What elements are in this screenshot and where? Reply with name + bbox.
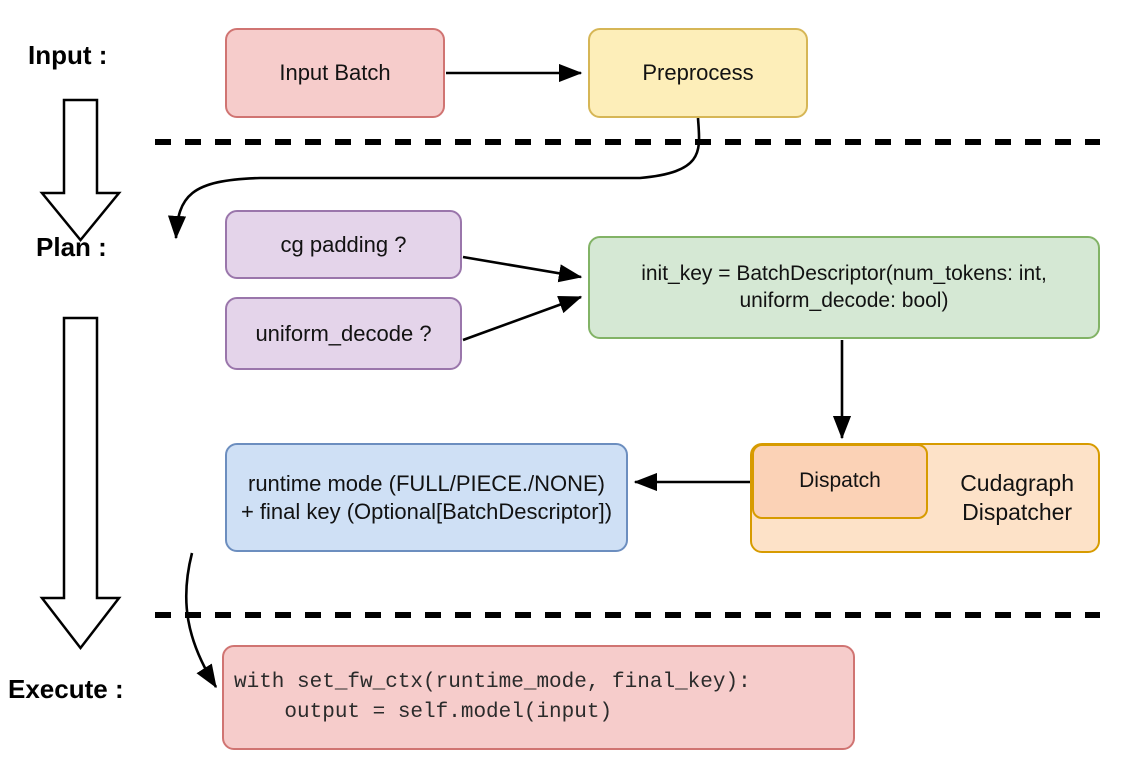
node-cudagraph-dispatcher-label: Cudagraph Dispatcher — [960, 470, 1074, 525]
node-execute-code-label: with set_fw_ctx(runtime_mode, final_key)… — [234, 671, 751, 724]
input-to-plan-arrow — [39, 98, 122, 242]
node-dispatch[interactable]: Dispatch — [752, 444, 928, 519]
node-input-batch-label: Input Batch — [279, 60, 391, 86]
node-uniform-decode[interactable]: uniform_decode ? — [225, 297, 462, 370]
stage-label-plan: Plan : — [36, 232, 107, 262]
node-init-key-label: init_key = BatchDescriptor(num_tokens: i… — [641, 262, 1047, 312]
edge-runtime-mode-to-execute-code — [184, 552, 218, 689]
node-cg-padding[interactable]: cg padding ? — [225, 210, 462, 279]
edge-uniform-decode-to-init-key — [462, 295, 583, 342]
node-input-batch[interactable]: Input Batch — [225, 28, 445, 118]
node-preprocess[interactable]: Preprocess — [588, 28, 808, 118]
plan-to-execute-arrow — [39, 316, 122, 651]
node-runtime-mode[interactable]: runtime mode (FULL/PIECE./NONE) + final … — [225, 443, 628, 552]
node-execute-code[interactable]: with set_fw_ctx(runtime_mode, final_key)… — [222, 645, 855, 750]
edge-cg-padding-to-init-key — [462, 255, 583, 283]
node-cg-padding-label: cg padding ? — [280, 231, 407, 257]
node-runtime-mode-label: runtime mode (FULL/PIECE./NONE) + final … — [240, 471, 613, 524]
node-dispatch-label: Dispatch — [799, 469, 881, 493]
stage-label-execute: Execute : — [8, 674, 124, 704]
stage-label-input: Input : — [28, 40, 108, 70]
node-init-key[interactable]: init_key = BatchDescriptor(num_tokens: i… — [588, 236, 1100, 339]
node-preprocess-label: Preprocess — [642, 60, 754, 86]
node-uniform-decode-label: uniform_decode ? — [255, 320, 432, 346]
